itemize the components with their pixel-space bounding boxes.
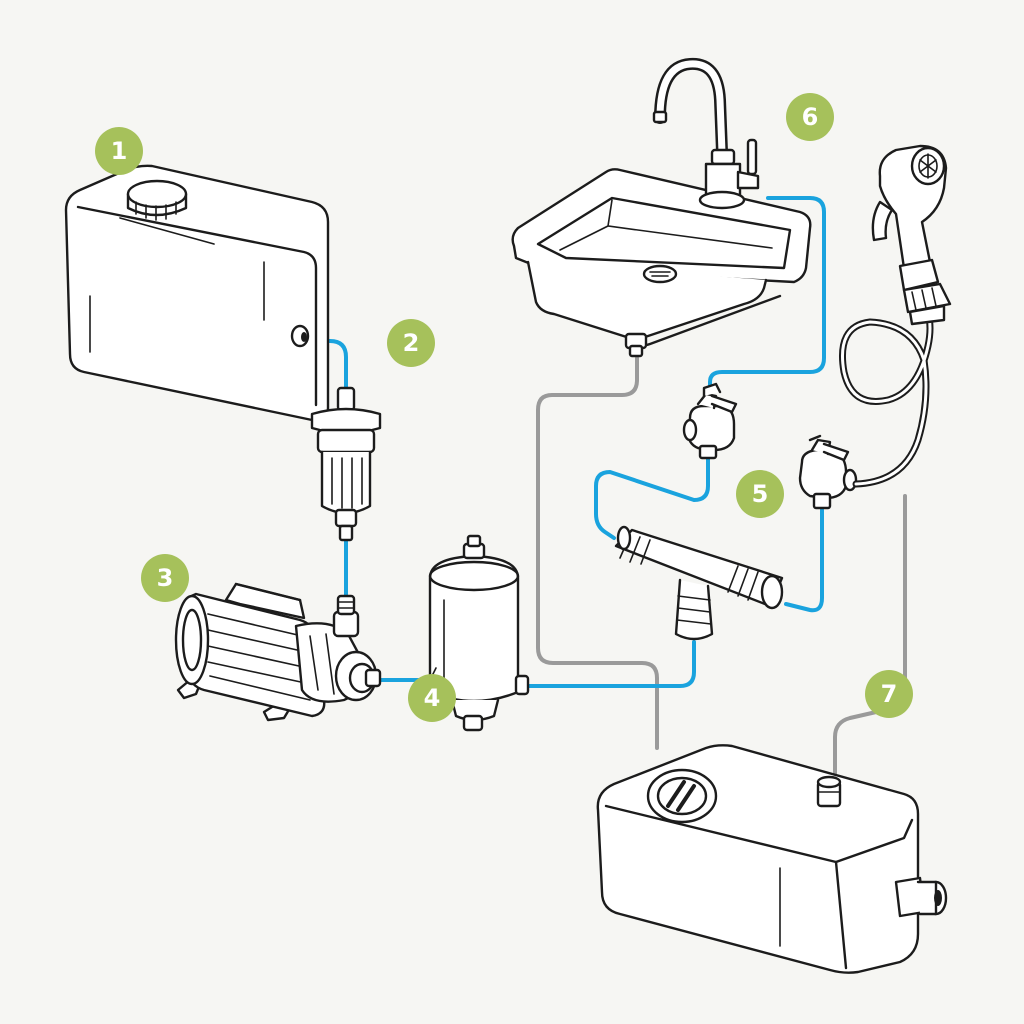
- tank-cap: [126, 179, 188, 221]
- badge-6: 6: [786, 93, 834, 141]
- pump-inlet-port: [332, 594, 360, 638]
- badge-5: 5: [736, 470, 784, 518]
- badge-1: 1: [95, 127, 143, 175]
- badge-7: 7: [865, 670, 913, 718]
- tee-fitting: [614, 525, 784, 641]
- sink-valve-to-faucet-pipe: [708, 196, 826, 394]
- accumulator-tank: [428, 534, 530, 732]
- badge-2-label: 2: [403, 329, 420, 357]
- shower-head: [871, 144, 952, 326]
- sink-shutoff-valve: [682, 382, 738, 460]
- badge-3-label: 3: [157, 564, 174, 592]
- tank-outlet-fitting: [290, 324, 310, 348]
- badge-4-label: 4: [424, 684, 441, 712]
- accumulator-to-tee-pipe: [520, 640, 696, 688]
- tank-to-filter-pipe: [310, 339, 348, 390]
- fresh-water-tank: [64, 164, 330, 422]
- grey-tank-inlet-fitting: [816, 775, 842, 808]
- badge-7-label: 7: [881, 680, 898, 708]
- sink: [511, 168, 812, 358]
- badge-5-label: 5: [752, 480, 769, 508]
- shower-hose: [839, 296, 934, 488]
- badge-4: 4: [408, 674, 456, 722]
- sink-drain-pipe: [536, 356, 659, 750]
- faucet: [652, 57, 760, 210]
- fresh-water-pipes: [310, 196, 826, 688]
- sink-drain: [642, 264, 678, 284]
- badge-1-label: 1: [111, 137, 128, 165]
- grey-tank-vent-cap: [646, 768, 718, 824]
- grey-water-tank: [596, 744, 948, 974]
- grey-tank-outlet-fitting: [894, 876, 948, 918]
- pump-terminal-box: [224, 582, 306, 620]
- shower-drain-pipe: [833, 494, 907, 777]
- water-pump: [174, 582, 382, 722]
- badge-3: 3: [141, 554, 189, 602]
- inline-filter: [310, 386, 382, 542]
- badge-6-label: 6: [802, 103, 819, 131]
- shower-shutoff-valve: [798, 434, 858, 510]
- tee-to-sink-valve-pipe: [594, 456, 710, 540]
- tee-to-shower-valve-pipe: [784, 508, 824, 613]
- badge-2: 2: [387, 319, 435, 367]
- sink-drain-tailpiece: [624, 332, 648, 358]
